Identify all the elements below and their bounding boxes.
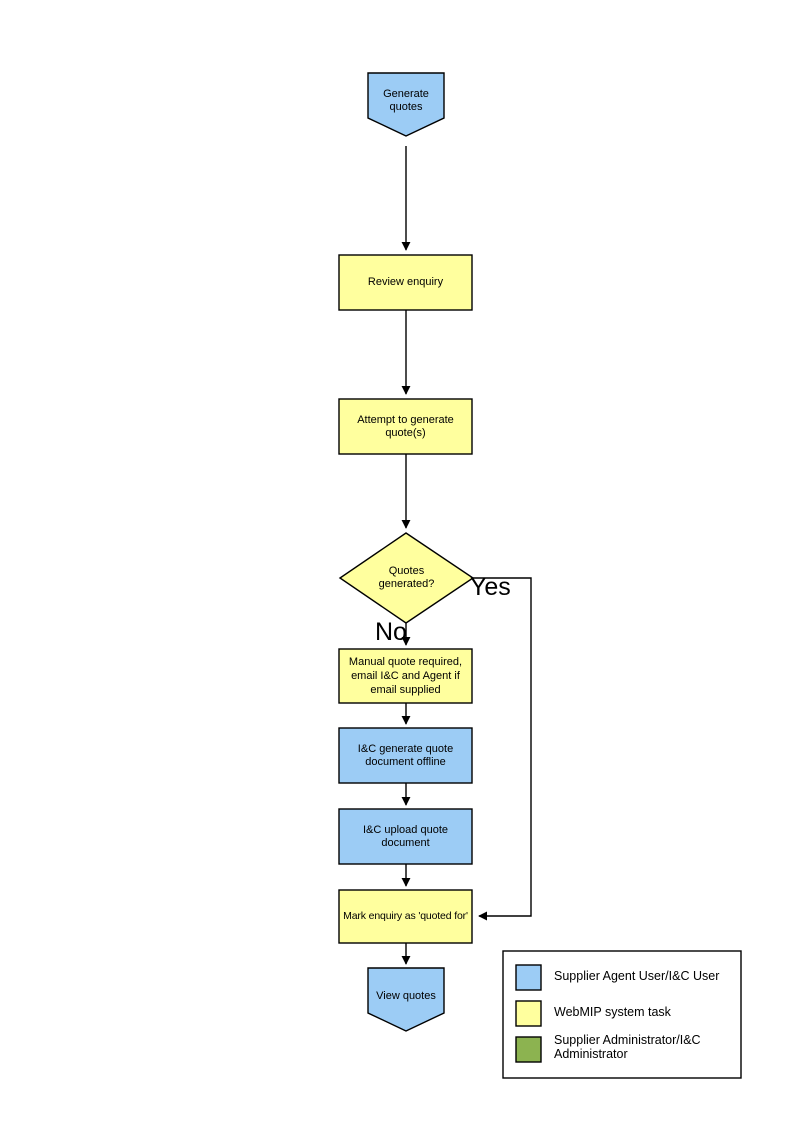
node-quotes-generated-decision[interactable]: [338, 532, 475, 624]
connectors: [401, 146, 532, 965]
edge-label-no: No: [375, 618, 407, 646]
node-view-quotes[interactable]: [367, 967, 445, 1032]
node-mark-enquiry-quoted-for[interactable]: [338, 889, 473, 944]
legend-label-2: Supplier Administrator/I&C Administrator: [554, 1033, 701, 1061]
legend-swatch-0: [515, 964, 542, 991]
legend: [502, 950, 742, 1079]
node-ic-upload-quote-document[interactable]: [338, 808, 473, 865]
node-review-enquiry[interactable]: [338, 254, 473, 311]
node-manual-quote-required[interactable]: [338, 648, 473, 704]
legend-label-0: Supplier Agent User/I&C User: [554, 969, 720, 983]
legend-swatch-1: [515, 1000, 542, 1027]
node-generate-quotes[interactable]: [367, 72, 445, 137]
legend-swatch-2: [515, 1036, 542, 1063]
edge-label-yes: Yes: [470, 573, 511, 601]
node-ic-generate-quote-offline[interactable]: [338, 727, 473, 784]
node-attempt-generate-quotes[interactable]: [338, 398, 473, 455]
legend-border: [502, 950, 742, 1079]
nodes: [338, 72, 475, 1032]
edge-decision-yes-to-mark: [473, 577, 532, 921]
legend-label-1: WebMIP system task: [554, 1005, 671, 1019]
